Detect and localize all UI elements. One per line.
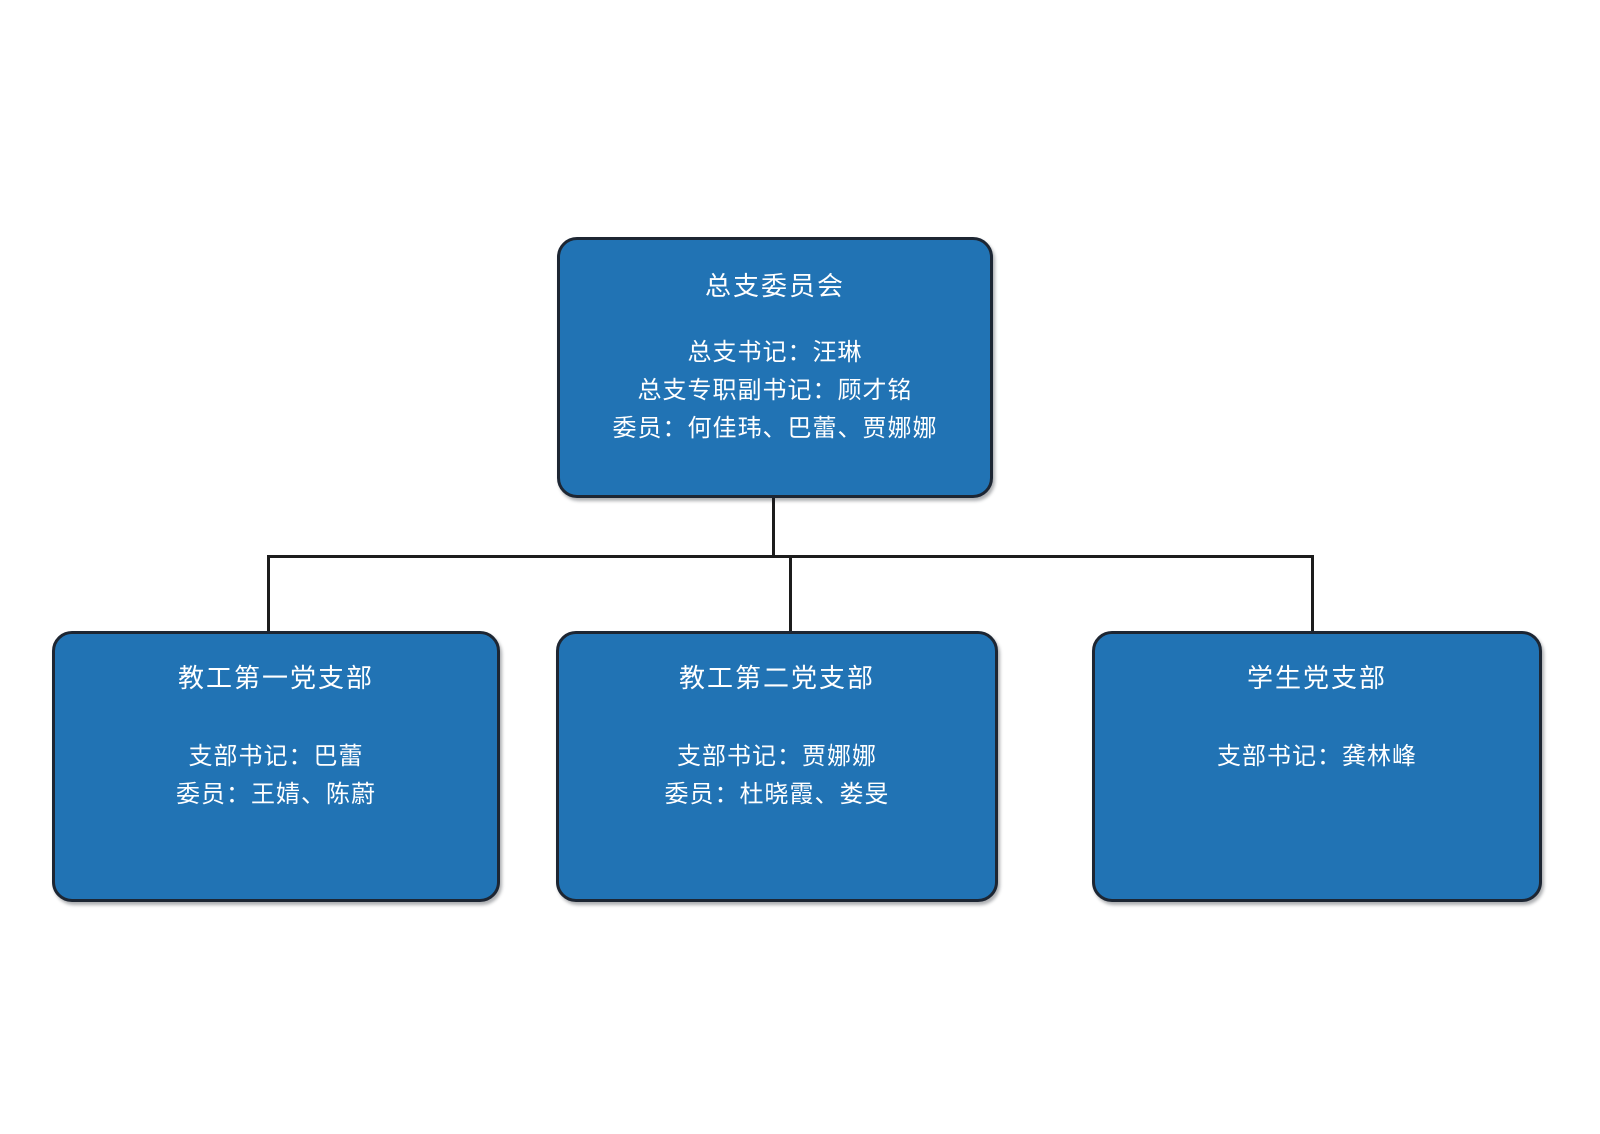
org-node-student-branch: 学生党支部 支部书记：龚林峰 xyxy=(1092,631,1542,902)
member-line: 委员：杜晓霞、娄旻 xyxy=(664,781,890,808)
node-members: 支部书记：龚林峰 xyxy=(1095,738,1539,776)
member-line: 委员：王婧、陈蔚 xyxy=(176,781,376,808)
node-title: 教工第一党支部 xyxy=(177,663,374,693)
member-line: 总支专职副书记：顾才铭 xyxy=(637,377,913,404)
connector-drop-branch-3 xyxy=(1311,555,1314,633)
member-line: 委员：何佳玮、巴蕾、贾娜娜 xyxy=(612,415,938,442)
node-title: 教工第二党支部 xyxy=(678,663,875,693)
node-title: 学生党支部 xyxy=(1246,663,1387,693)
connector-drop-branch-1 xyxy=(267,555,270,633)
org-node-faculty-branch-1: 教工第一党支部 支部书记：巴蕾 委员：王婧、陈蔚 xyxy=(52,631,500,902)
org-node-faculty-branch-2: 教工第二党支部 支部书记：贾娜娜 委员：杜晓霞、娄旻 xyxy=(556,631,998,902)
org-node-general-branch-committee: 总支委员会 总支书记：汪琳 总支专职副书记：顾才铭 委员：何佳玮、巴蕾、贾娜娜 xyxy=(557,237,993,498)
node-members: 总支书记：汪琳 总支专职副书记：顾才铭 委员：何佳玮、巴蕾、贾娜娜 xyxy=(560,334,990,448)
node-members: 支部书记：贾娜娜 委员：杜晓霞、娄旻 xyxy=(559,738,995,814)
member-line: 总支书记：汪琳 xyxy=(687,339,863,366)
member-line: 支部书记：巴蕾 xyxy=(188,743,364,770)
connector-drop-branch-2 xyxy=(789,555,792,633)
member-line: 支部书记：贾娜娜 xyxy=(677,743,877,770)
member-line: 支部书记：龚林峰 xyxy=(1217,743,1417,770)
node-members: 支部书记：巴蕾 委员：王婧、陈蔚 xyxy=(55,738,497,814)
node-title: 总支委员会 xyxy=(704,271,845,301)
connector-root-vertical xyxy=(772,498,775,558)
